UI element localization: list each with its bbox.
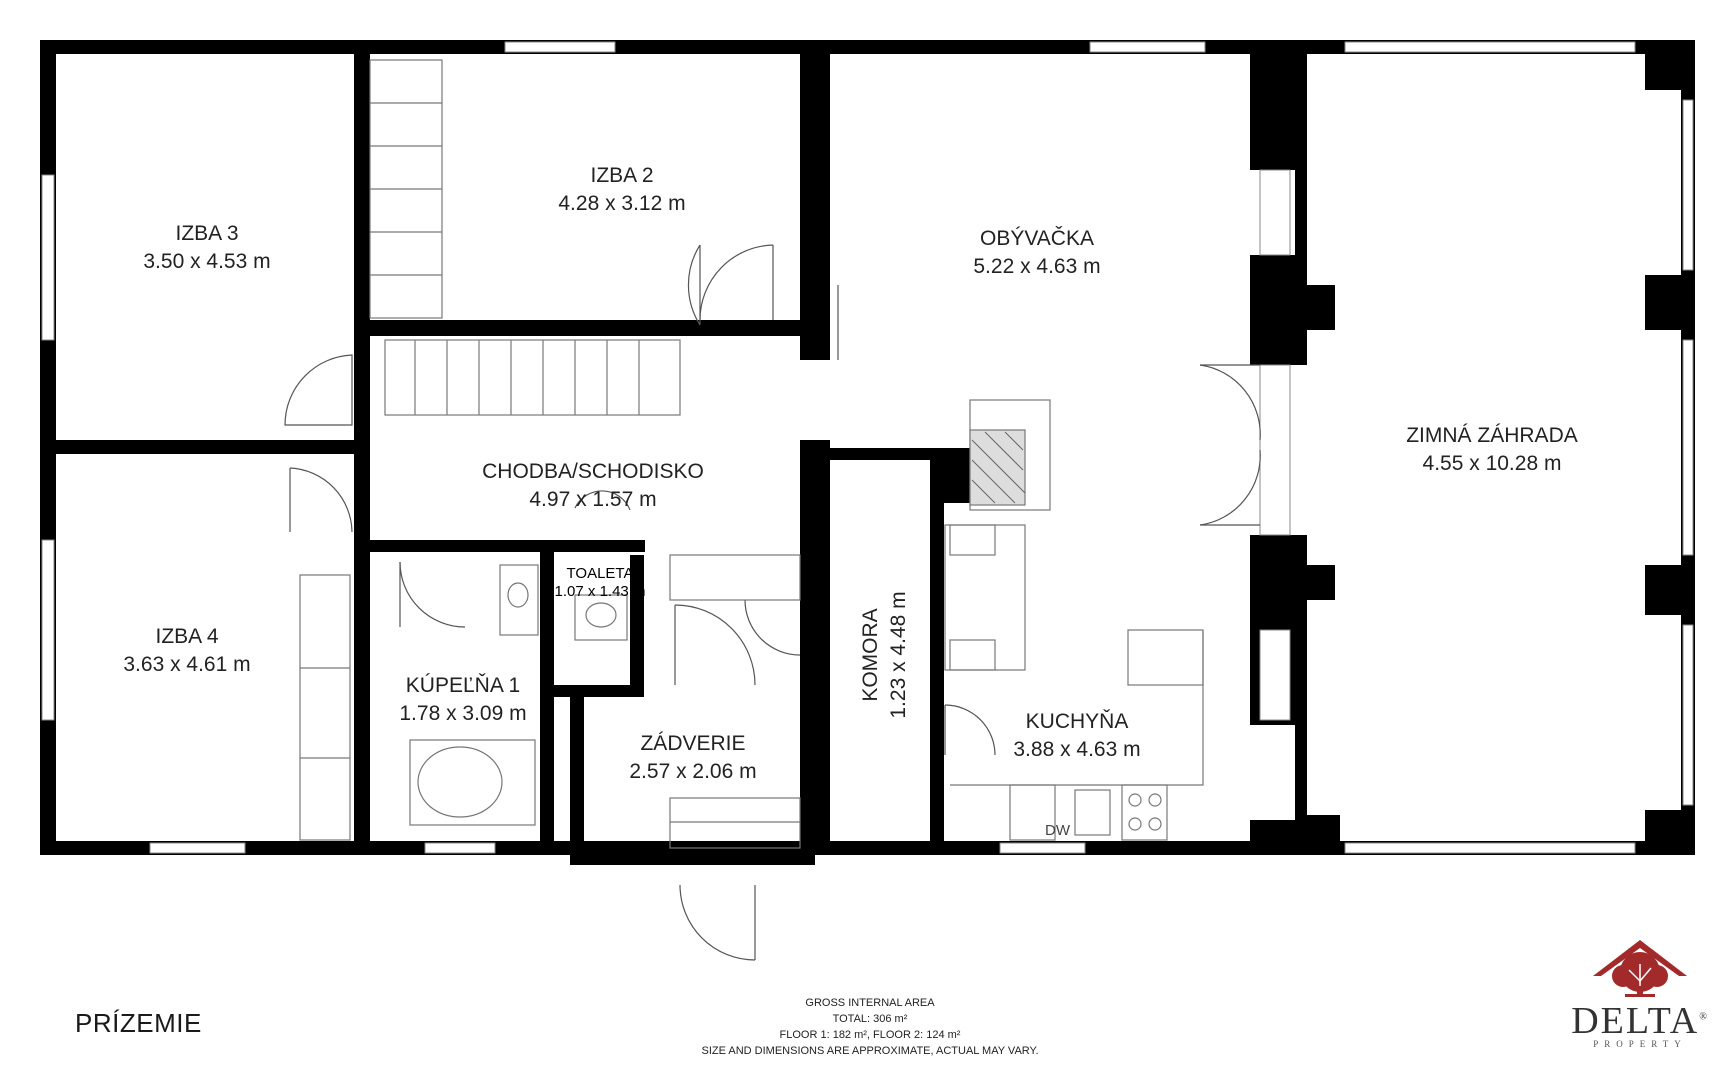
fixtures [299,399,1204,849]
kupelna-name: KÚPEĽŇA 1 [406,674,520,697]
izba4-name: IZBA 4 [155,625,218,648]
gross-area-note: GROSS INTERNAL AREA TOTAL: 306 m² FLOOR … [620,995,1120,1059]
floor-label: PRÍZEMIE [75,1008,202,1038]
area-disclaimer: SIZE AND DIMENSIONS ARE APPROXIMATE, ACT… [701,1045,1039,1057]
fireplace-hatch [971,431,1026,504]
room-labels: IZBA 3 3.50 x 4.53 m IZBA 2 4.28 x 3.12 … [123,164,1577,783]
chodba-name: CHODBA/SCHODISKO [482,460,704,483]
izba4-dim: 3.63 x 4.61 m [123,653,250,676]
area-title: GROSS INTERNAL AREA [805,997,935,1009]
windows [41,41,1694,854]
area-floors: FLOOR 1: 182 m², FLOOR 2: 124 m² [779,1029,961,1041]
stairs [369,59,681,416]
izba2-dim: 4.28 x 3.12 m [558,192,685,215]
dishwasher-label: DW [1045,822,1071,839]
zadverie-name: ZÁDVERIE [640,732,745,755]
delta-logo: DELTA® PROPERTY [1565,936,1715,1049]
zimna-name: ZIMNÁ ZÁHRADA [1406,424,1578,447]
logo-sub: PROPERTY [1593,1039,1687,1049]
zimna-dim: 4.55 x 10.28 m [1423,452,1562,475]
izba3-dim: 3.50 x 4.53 m [143,250,270,273]
zadverie-dim: 2.57 x 2.06 m [629,760,756,783]
logo-brand: DELTA® [1571,1000,1709,1042]
izba3-name: IZBA 3 [175,222,238,245]
komora-name: KOMORA [859,608,882,701]
obyvacka-name: OBÝVAČKA [980,227,1094,250]
kupelna-dim: 1.78 x 3.09 m [399,702,526,725]
izba2-name: IZBA 2 [590,164,653,187]
dishwasher-text: DW [1045,822,1071,839]
komora-dim: 1.23 x 4.48 m [887,591,910,718]
kuchyna-dim: 3.88 x 4.63 m [1013,738,1140,761]
toaleta-name: TOALETA [567,565,634,582]
obyvacka-dim: 5.22 x 4.63 m [973,255,1100,278]
toaleta-dim: 1.07 x 1.43 m [555,583,646,600]
area-total: TOTAL: 306 m² [832,1013,908,1025]
chodba-dim: 4.97 x 1.57 m [529,488,656,511]
tree-house-icon [1593,940,1687,997]
doors [284,244,1261,961]
kuchyna-name: KUCHYŇA [1026,710,1129,733]
